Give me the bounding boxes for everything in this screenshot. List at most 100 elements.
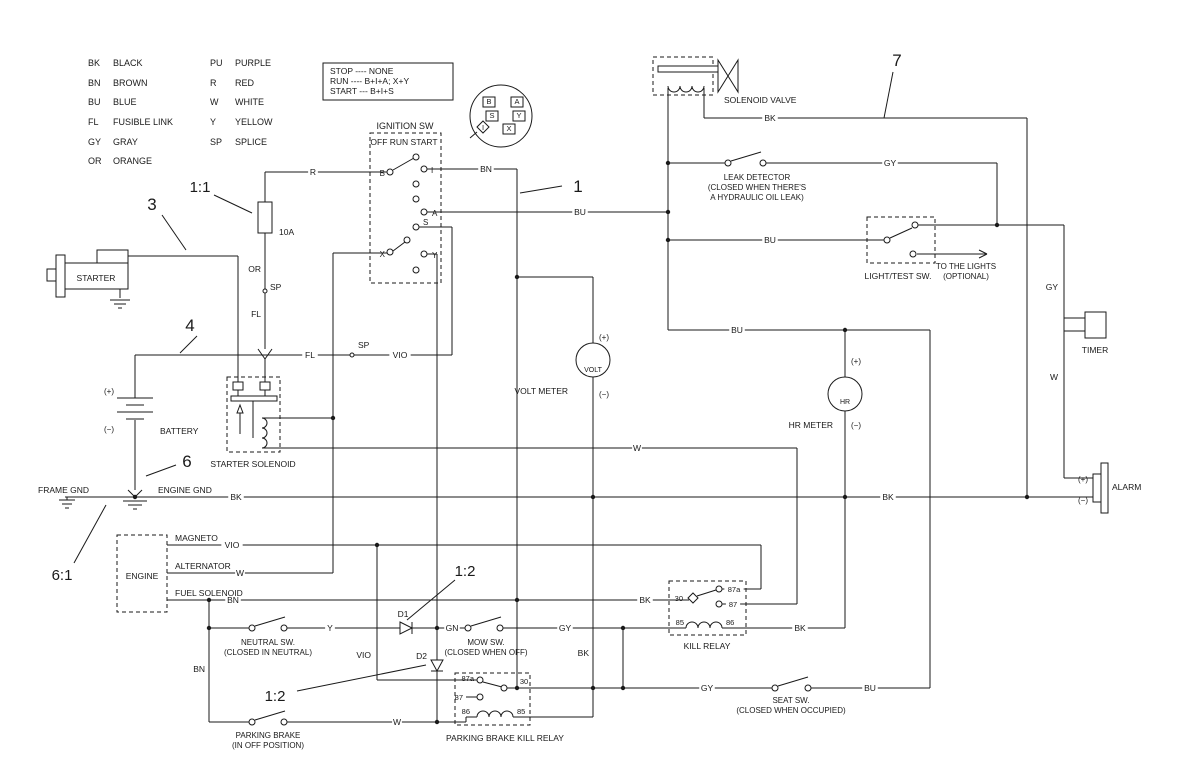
wire-bk-kill30: BK	[639, 595, 651, 605]
contact-terminal	[412, 223, 420, 231]
label-mask	[762, 112, 778, 124]
contact-terminal	[476, 676, 484, 684]
contact-terminal	[715, 585, 723, 593]
parking-brake-label: PARKING BRAKE	[236, 731, 301, 740]
junction-dot	[842, 327, 848, 333]
starter-flange	[55, 254, 66, 298]
starter-stub	[46, 268, 57, 282]
legend-y-abbr: Y	[210, 117, 216, 127]
starter-solenoid-coil	[261, 417, 268, 449]
to-the-lights-label: TO THE LIGHTS	[936, 262, 996, 271]
ignition-positions: OFF RUN START	[370, 137, 437, 147]
volt-meter-label: VOLT METER	[514, 386, 568, 396]
diode-d2-symbol	[430, 659, 444, 673]
wire-segment	[179, 335, 198, 354]
legend-r-abbr: R	[210, 78, 217, 88]
callout-1-2-d1: 1:2	[455, 563, 476, 580]
keyface-a-box	[510, 96, 524, 108]
solenoid-valve-box	[652, 56, 714, 96]
wire-w-alt: W	[236, 568, 244, 578]
wire-r: R	[310, 167, 316, 177]
contact-terminal	[386, 168, 394, 176]
legend-w-name: WHITE	[235, 97, 264, 107]
key-combo-start: START --- B+I+S	[330, 86, 394, 96]
wire-segment	[73, 504, 107, 564]
legend-w-abbr: W	[210, 97, 219, 107]
callout-7: 7	[892, 51, 901, 70]
pbkr-pin-85: 85	[517, 707, 525, 716]
wire-w-alarm: W	[1050, 372, 1058, 382]
legend-or-abbr: OR	[88, 156, 102, 166]
pbkr-pin-87: 87	[455, 693, 463, 702]
junction-dot	[132, 494, 138, 500]
starter-solenoid-box	[226, 376, 281, 453]
hr-plus: (+)	[851, 357, 861, 366]
wire-segment	[257, 348, 266, 360]
keyface-i: I	[482, 123, 484, 132]
wire-segment	[392, 241, 406, 252]
valve-triangle-left	[717, 58, 729, 94]
wire-segment	[889, 227, 913, 239]
ignition-title: IGNITION SW	[377, 121, 435, 131]
keyface-b: B	[486, 97, 491, 106]
label-mask	[235, 567, 245, 579]
wire-bu-a: BU	[574, 207, 586, 217]
contact-terminal	[280, 718, 288, 726]
kill-pin-87: 87	[729, 600, 737, 609]
wire-segment	[254, 710, 286, 721]
callout-6-1: 6:1	[52, 567, 73, 584]
key-combo-run: RUN ---- B+I+A; X+Y	[330, 76, 409, 86]
label-mask	[632, 442, 642, 454]
label-mask	[762, 234, 778, 246]
contact-terminal	[883, 236, 891, 244]
kill-pin-85: 85	[676, 618, 684, 627]
ignition-switch-box	[369, 132, 442, 284]
callout-1: 1	[573, 177, 582, 196]
wire-sp-fuse: SP	[270, 282, 282, 292]
wire-segment	[730, 151, 762, 162]
kill-relay-coil	[685, 621, 723, 629]
legend-bn-name: BROWN	[113, 78, 148, 88]
wire-segment	[254, 616, 286, 627]
label-mask	[792, 622, 808, 634]
contact-terminal	[759, 159, 767, 167]
kill-pin-30: 30	[675, 594, 683, 603]
leak-detector-label: LEAK DETECTOR	[724, 173, 791, 182]
junction-dot	[590, 494, 596, 500]
junction-dot	[620, 685, 626, 691]
junction-dot	[665, 209, 671, 215]
wire-segment	[469, 131, 478, 139]
contact-terminal	[476, 693, 484, 701]
junction-dot	[620, 625, 626, 631]
battery-label: BATTERY	[160, 426, 199, 436]
starter-label: STARTER	[77, 273, 116, 283]
neutral-sw-label: NEUTRAL SW.	[241, 638, 295, 647]
legend-gy-name: GRAY	[113, 137, 138, 147]
keyface-x-box	[502, 123, 516, 135]
legend-r-name: RED	[235, 78, 255, 88]
junction-dot	[665, 237, 671, 243]
solenoid-valve-coil	[667, 85, 705, 93]
kill-pin-87a: 87a	[728, 585, 741, 594]
solenoid-plunger-bar	[230, 395, 278, 402]
junction-dot	[434, 625, 440, 631]
hr-meter-label: HR METER	[789, 420, 833, 430]
callout-6: 6	[182, 452, 191, 471]
junction-dot	[590, 685, 596, 691]
keyface-s-box	[485, 110, 499, 122]
mow-sw-label: MOW SW.	[467, 638, 504, 647]
light-test-sw-label: LIGHT/TEST SW.	[865, 271, 932, 281]
diode-d1-label: D1	[398, 609, 409, 619]
magneto-label: MAGNETO	[175, 533, 218, 543]
wire-segment	[777, 676, 809, 687]
contact-terminal	[280, 624, 288, 632]
label-mask	[225, 594, 241, 606]
wire-segment	[213, 194, 253, 214]
volt-meter-dial	[575, 342, 611, 378]
wire-bn-fuel: BN	[227, 595, 239, 605]
contact-terminal	[386, 248, 394, 256]
junction-dot	[434, 719, 440, 725]
contact-terminal	[248, 624, 256, 632]
wire-sp-batt: SP	[358, 340, 370, 350]
kill-relay-box	[668, 580, 747, 636]
